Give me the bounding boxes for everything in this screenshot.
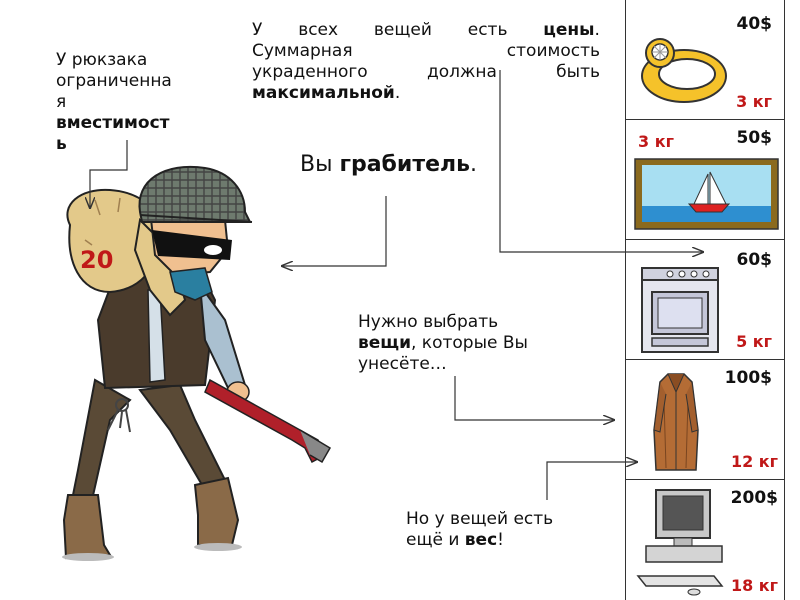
item-weight: 5 кг — [736, 332, 772, 351]
item-weight: 18 кг — [730, 576, 778, 595]
item-price: 50$ — [736, 128, 773, 148]
item-price: 40$ — [736, 14, 773, 34]
computer-icon — [636, 489, 724, 596]
item-cell-computer: 200$ 18 кг — [626, 480, 784, 600]
item-cell-coat: 100$ 12 кг — [626, 360, 784, 480]
stove-icon — [641, 267, 719, 353]
ring-icon — [641, 38, 727, 103]
item-cell-ring: 40$ 3 кг — [626, 0, 784, 120]
item-price: 100$ — [724, 368, 772, 388]
robber-note: Вы грабитель. — [300, 152, 478, 177]
item-cell-stove: 60$ 5 кг — [626, 240, 784, 360]
item-cell-painting: 3 кг 50$ — [626, 120, 784, 240]
choose-items-note: Нужно выбрать вещи, которые Вы унесёте… — [358, 312, 528, 374]
items-panel: 40$ 3 кг 3 кг 50$ 60$ — [625, 0, 785, 600]
coat-icon — [653, 373, 699, 471]
item-weight: 12 кг — [730, 452, 778, 471]
bag-capacity-label: 20 — [80, 246, 114, 274]
item-price: 60$ — [736, 250, 773, 270]
painting-icon — [634, 158, 779, 230]
weight-note: Но у вещей есть ещё и вес! — [406, 509, 554, 550]
item-weight: 3 кг — [638, 132, 674, 151]
item-weight: 3 кг — [736, 92, 772, 111]
item-price: 200$ — [730, 488, 778, 508]
knapsack-capacity-note: У рюкзака ограниченна я вместимост ь — [56, 50, 172, 154]
